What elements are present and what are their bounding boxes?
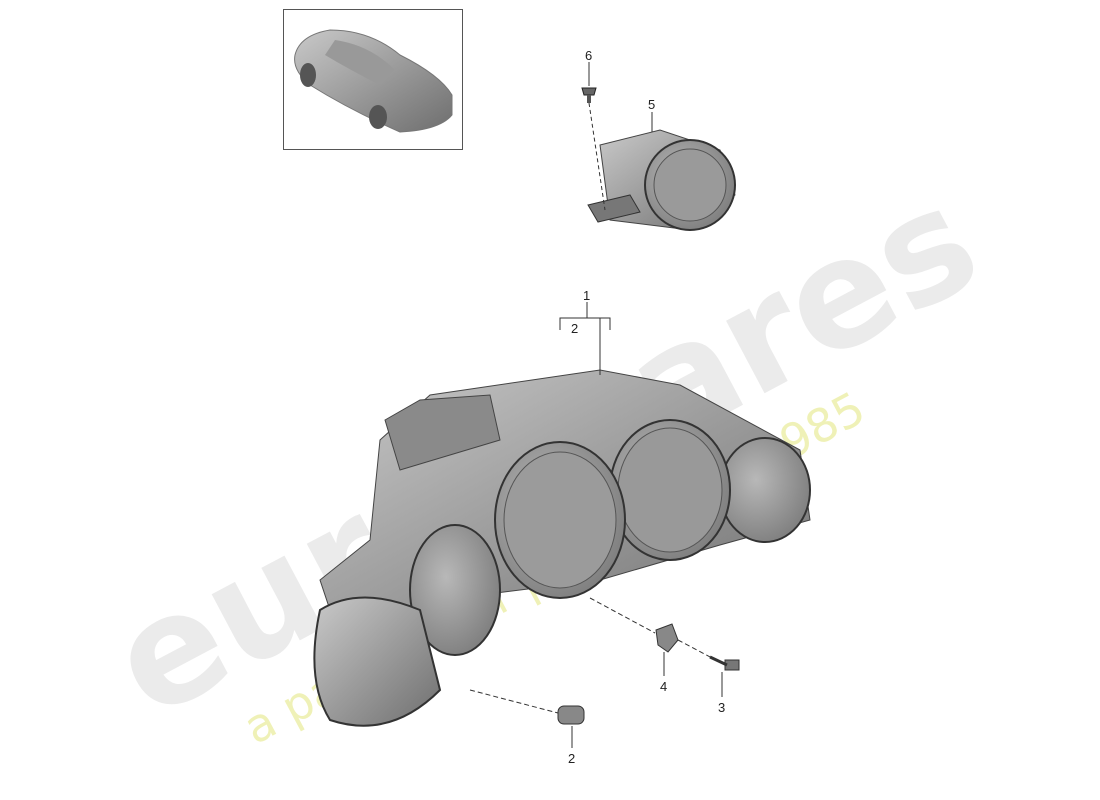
bolt-part [709,655,740,671]
leader-lines [469,62,723,748]
callout-3: 3 [718,700,725,715]
callout-1: 1 [583,288,590,303]
callout-5: 5 [648,97,655,112]
car-icon [294,29,453,133]
callout-2-bottom: 2 [568,751,575,766]
clock-housing-part [587,129,736,231]
callout-6: 6 [585,48,592,63]
callout-4: 4 [660,679,667,694]
screw-part [581,87,597,103]
bulb-socket-part [557,705,585,725]
bracket-part [655,623,679,653]
callout-2-top: 2 [571,321,578,336]
instrument-cluster-part [313,369,811,727]
vehicle-thumbnail [283,9,463,150]
